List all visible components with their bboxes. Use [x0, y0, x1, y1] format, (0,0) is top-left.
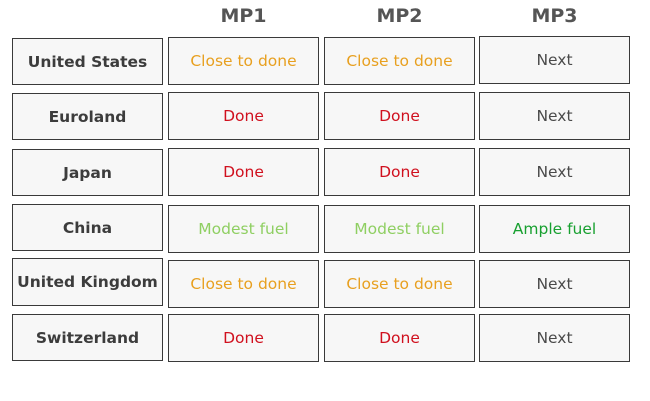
cell-switzerland-mp2: Done [324, 314, 475, 362]
cell-japan-mp2: Done [324, 148, 475, 196]
column-header-mp2: MP2 [376, 5, 423, 27]
cell-china-mp1: Modest fuel [168, 205, 319, 253]
row-label-china: China [12, 204, 163, 251]
cell-japan-mp1: Done [168, 148, 319, 196]
cell-euroland-mp2: Done [324, 92, 475, 140]
cell-china-mp2: Modest fuel [324, 205, 475, 253]
row-label-euroland: Euroland [12, 93, 163, 140]
row-label-united-states: United States [12, 38, 163, 85]
cell-china-mp3: Ample fuel [479, 205, 630, 253]
cell-united-states-mp3: Next [479, 36, 630, 84]
cell-switzerland-mp3: Next [479, 314, 630, 362]
cell-switzerland-mp1: Done [168, 314, 319, 362]
cell-euroland-mp1: Done [168, 92, 319, 140]
row-label-united-kingdom: United Kingdom [12, 258, 163, 306]
cell-japan-mp3: Next [479, 148, 630, 196]
cell-euroland-mp3: Next [479, 92, 630, 140]
column-header-mp1: MP1 [220, 5, 267, 27]
cell-united-kingdom-mp2: Close to done [324, 260, 475, 308]
cell-united-states-mp2: Close to done [324, 37, 475, 85]
column-header-mp3: MP3 [531, 5, 578, 27]
row-label-switzerland: Switzerland [12, 314, 163, 361]
cell-united-kingdom-mp1: Close to done [168, 260, 319, 308]
cell-united-kingdom-mp3: Next [479, 260, 630, 308]
row-label-japan: Japan [12, 149, 163, 196]
cell-united-states-mp1: Close to done [168, 37, 319, 85]
